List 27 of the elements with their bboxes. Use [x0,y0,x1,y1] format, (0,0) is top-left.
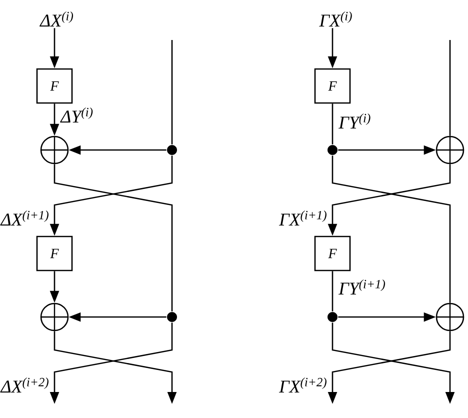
edge-label: ΓX$^{(i+1)}$ [278,210,326,226]
line [332,104,334,144]
xor-symbol [40,302,69,332]
edge-label: ΔX$^{(i+2)}$ [0,378,48,392]
math-label: ΓX$^{(i)}$ [319,12,352,26]
xor-symbol [436,302,464,332]
edge-label: ΔY$^{(i)}$ [60,108,93,122]
xor-symbol [436,136,464,164]
line [171,40,173,144]
line [449,40,451,136]
function-box: F [36,236,73,272]
edge-label: ΓY$^{(i)}$ [338,114,370,128]
edge-label: ΓY$^{(i+1)}$ [338,280,386,294]
junction-dot [167,145,177,155]
xor-symbol [40,136,69,164]
junction-dot [167,312,177,322]
junction-dot [328,145,338,155]
math-label: ΔX$^{(i)}$ [40,12,74,26]
line [54,164,173,312]
line [332,271,334,312]
function-box: F [314,236,351,272]
function-box: F [314,68,351,104]
line [332,156,451,303]
function-box: F [36,68,73,104]
junction-dot [328,312,338,322]
edge-label: ΔX$^{(i+1)}$ [0,210,48,226]
edge-label: ΓX$^{(i+2)}$ [278,378,326,392]
